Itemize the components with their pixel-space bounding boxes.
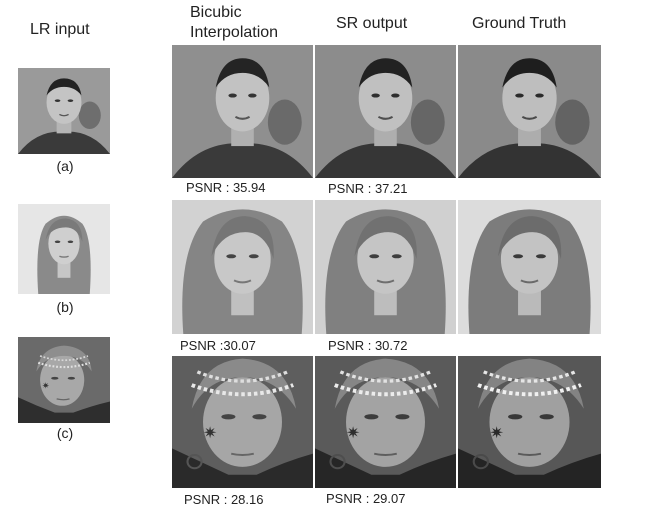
svg-text:✷: ✷ [346,424,360,441]
bicubic-image-b [172,200,313,334]
header-sr-output: SR output [336,15,408,32]
svg-text:✷: ✷ [42,381,50,391]
svg-text:✷: ✷ [489,424,504,441]
row-label-b: (b) [56,299,74,315]
lr-image-c: ✷ [18,337,110,423]
ground-truth-image-a [458,45,601,178]
header-ground-truth: Ground Truth [472,15,567,32]
psnr-sr-b: PSNR : 30.72 [328,338,408,353]
header-bicubic: Bicubic Interpolation [190,3,278,43]
header-bicubic-line2: Interpolation [190,24,279,41]
lr-image-b [18,204,110,294]
sr-image-a [315,45,456,178]
psnr-sr-c: PSNR : 29.07 [326,491,406,506]
psnr-sr-a: PSNR : 37.21 [328,181,408,196]
header-bicubic-line1: Bicubic [190,4,242,21]
psnr-bicubic-a: PSNR : 35.94 [186,180,266,195]
lr-image-a [18,68,110,154]
sr-image-b [315,200,456,334]
bicubic-image-c: ✷ [172,356,313,488]
psnr-bicubic-b: PSNR :30.07 [180,338,256,353]
ground-truth-image-c: ✷ [458,356,601,488]
psnr-bicubic-c: PSNR : 28.16 [184,492,264,507]
row-label-c: (c) [56,425,74,441]
bicubic-image-a [172,45,313,178]
header-lr-input: LR input [30,21,90,38]
row-label-a: (a) [56,158,74,174]
ground-truth-image-b [458,200,601,334]
svg-text:✷: ✷ [203,424,217,441]
sr-image-c: ✷ [315,356,456,488]
